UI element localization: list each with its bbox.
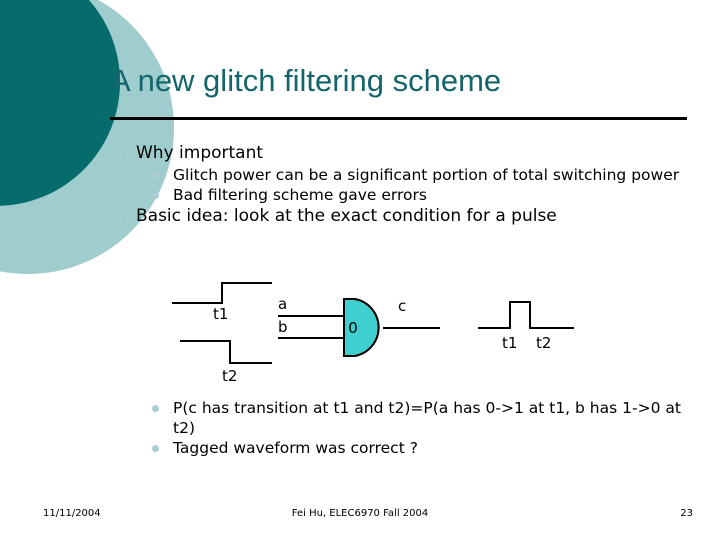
list-item: Basic idea: look at the exact condition … (112, 205, 704, 228)
gate-input-b-label: b (278, 318, 288, 336)
decorative-dark-circle (0, 0, 120, 206)
list-item: Bad filtering scheme gave errors (152, 185, 704, 205)
output-waveform-t2-label: t2 (536, 334, 551, 352)
footer-date: 11/11/2004 (43, 508, 101, 519)
filled-dot-bullet-icon (152, 445, 159, 452)
list-item: Tagged waveform was correct ? (152, 438, 704, 458)
input-waveform-t2-label: t2 (222, 367, 237, 385)
filled-dot-bullet-icon (152, 172, 159, 179)
input-waveform-t2-trace (180, 340, 272, 364)
and-gate-symbol (343, 298, 380, 357)
list-item: P(c has transition at t1 and t2)=P(a has… (152, 398, 704, 438)
decorative-light-circle (0, 0, 174, 274)
and-gate-inner-value: 0 (348, 319, 358, 337)
output-glitch-waveform-trace (478, 301, 574, 329)
list-item-label: P(c has transition at t1 and t2)=P(a has… (173, 399, 681, 437)
list-item: Glitch power can be a significant portio… (152, 165, 704, 185)
input-waveform-t1-label: t1 (213, 305, 228, 323)
footer-center-text: Fei Hu, ELEC6970 Fall 2004 (291, 508, 429, 519)
list-item-label: Glitch power can be a significant portio… (173, 166, 680, 184)
slide-footer: 11/11/2004 Fei Hu, ELEC6970 Fall 2004 23 (0, 508, 720, 528)
list-item-label: Basic idea: look at the exact condition … (136, 206, 557, 226)
slide-title: A new glitch filtering scheme (110, 63, 502, 98)
filled-dot-bullet-icon (152, 405, 159, 412)
input-waveform-t1-trace (172, 282, 272, 304)
bullet-list-after-diagram: P(c has transition at t1 and t2)=P(a has… (112, 398, 704, 458)
hollow-circle-bullet-icon (112, 150, 121, 159)
title-underline-rule (110, 117, 687, 120)
hollow-circle-bullet-icon (112, 213, 121, 222)
output-waveform-t1-label: t1 (502, 334, 517, 352)
gate-input-a-label: a (278, 295, 287, 313)
list-item-label: Why important (136, 143, 264, 163)
filled-dot-bullet-icon (152, 192, 159, 199)
list-item: Why important (112, 142, 704, 165)
gate-output-c-label: c (398, 297, 406, 315)
list-item-label: Tagged waveform was correct ? (173, 439, 418, 457)
and-gate-glitch-timing-diagram: t1 t2 a b 0 c t1 t2 (150, 266, 590, 391)
bullet-list: Why important Glitch power can be a sign… (112, 142, 704, 228)
list-item-label: Bad filtering scheme gave errors (173, 186, 427, 204)
footer-page-number: 23 (680, 508, 693, 519)
